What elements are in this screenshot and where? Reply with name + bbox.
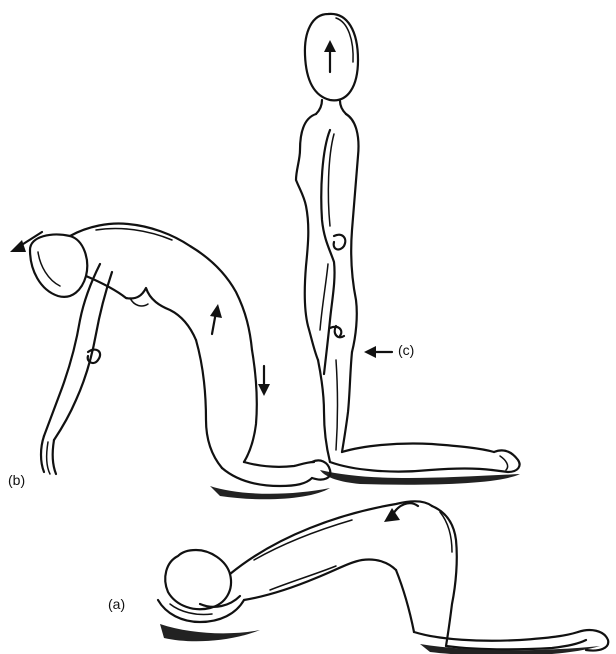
label-b: (b) (8, 472, 25, 488)
label-a: (a) (108, 596, 125, 612)
label-c: (c) (398, 342, 414, 358)
figure-c-kneeling-upright (296, 14, 520, 485)
figure-a-folded-forward (158, 501, 608, 654)
figure-b-arched-back (10, 224, 330, 500)
